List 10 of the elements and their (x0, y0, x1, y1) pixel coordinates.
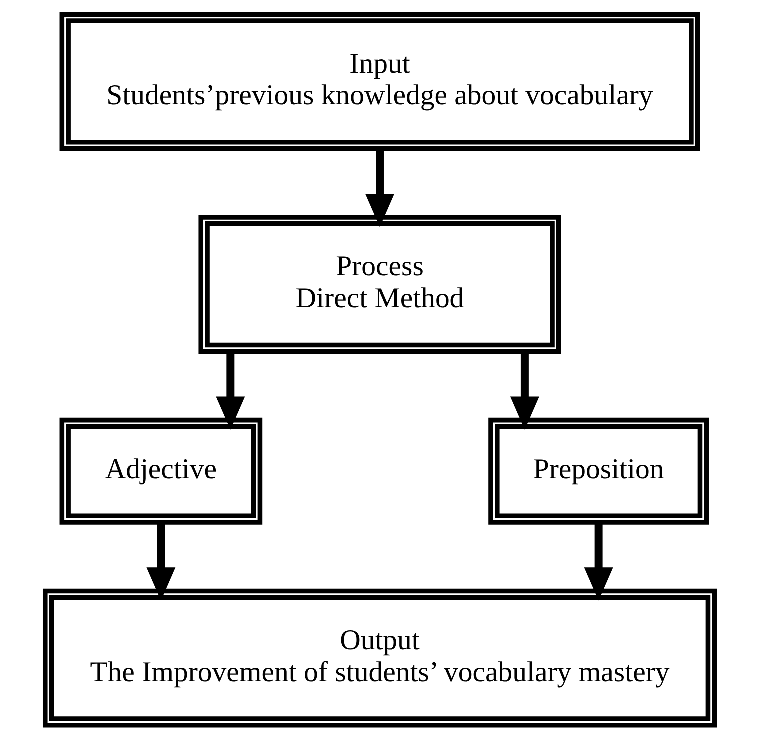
arrow (216, 352, 246, 430)
arrow (584, 522, 614, 601)
node-box: Adjective (60, 418, 263, 525)
node-box: Preposition (488, 418, 710, 525)
node-box: Process Direct Method (198, 215, 562, 354)
arrow (146, 522, 176, 601)
arrow (366, 149, 394, 228)
node-box: Output The Improvement of students’ vocabulary mastery (43, 588, 717, 728)
node-box: Input Students’previous knowledge about vocabulary (60, 12, 700, 152)
arrow (510, 352, 540, 430)
